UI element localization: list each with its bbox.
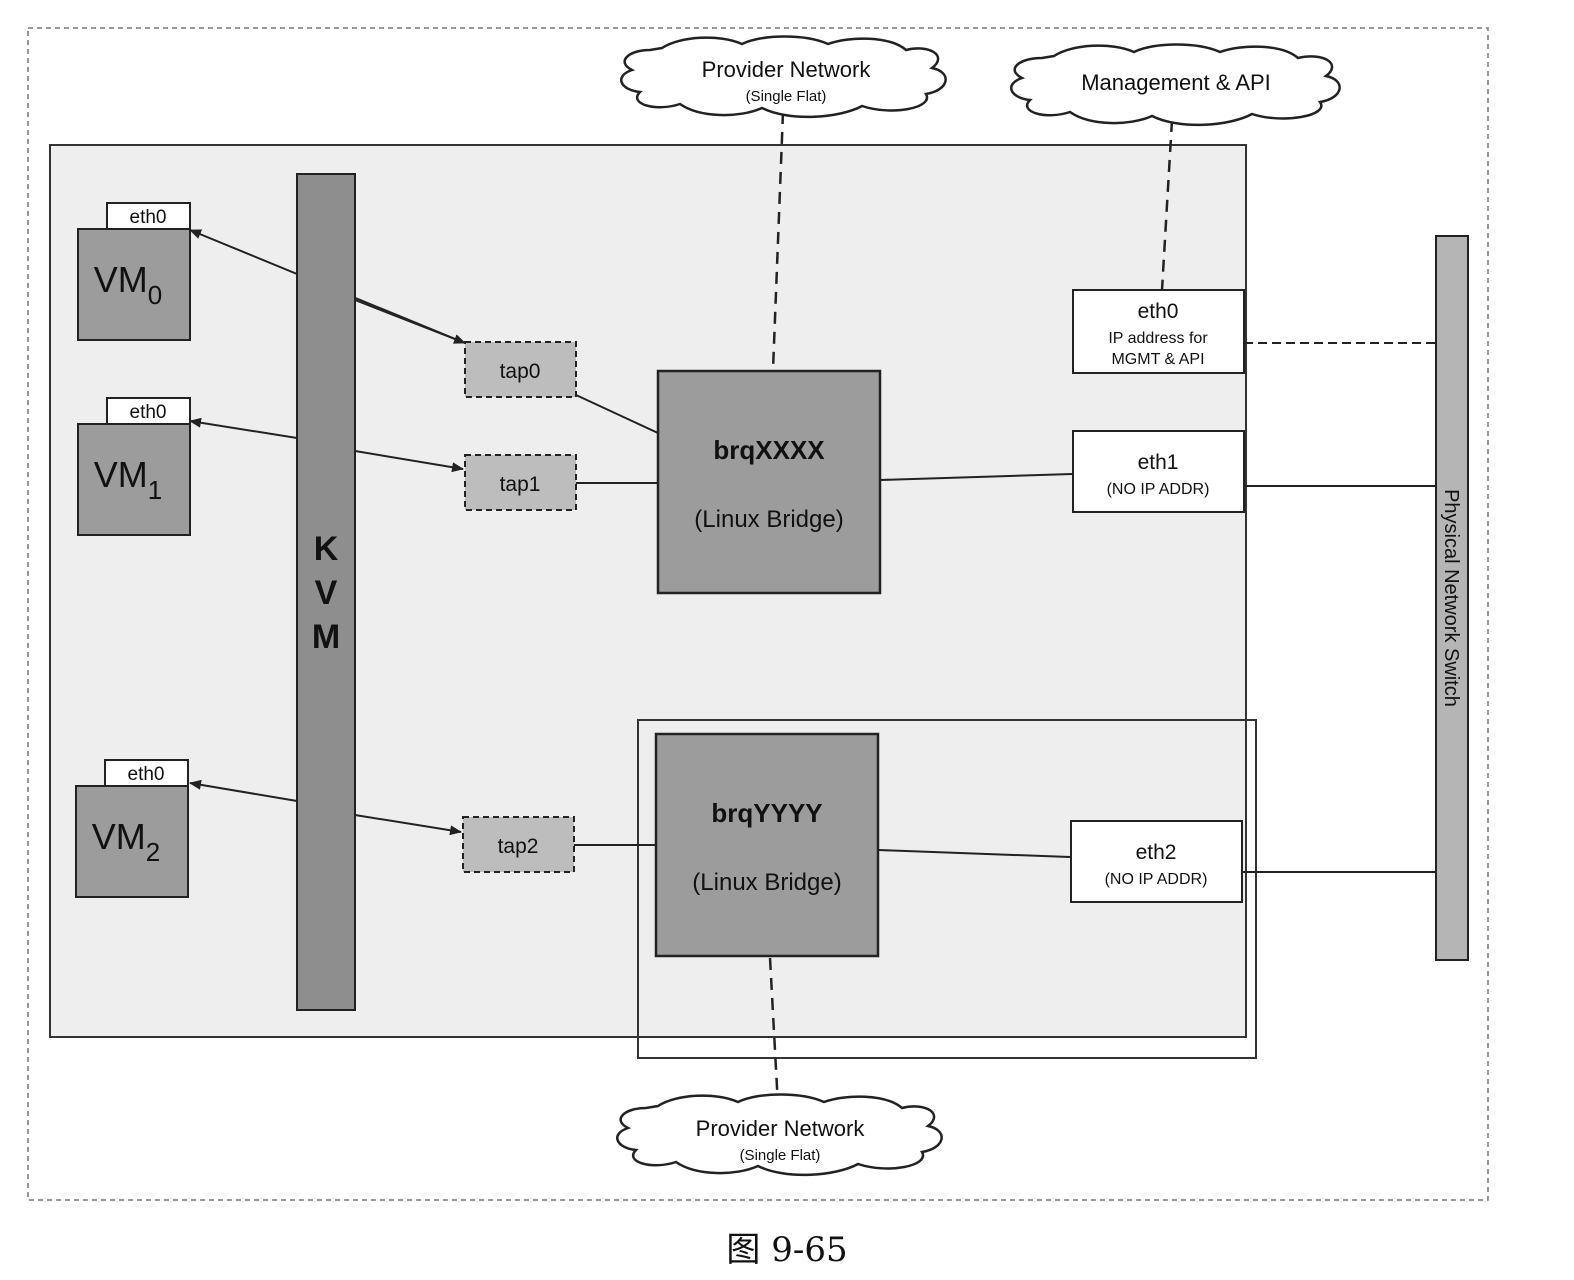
host-box: [49, 144, 1247, 1038]
tap-2-label: tap2: [498, 835, 539, 858]
bridge-brqyyyy-type: (Linux Bridge): [692, 869, 841, 896]
kvm-hypervisor: K V M: [296, 173, 356, 1011]
bridge-brqyyyy-name: brqYYYY: [711, 798, 822, 828]
tap-0: tap0: [464, 341, 577, 398]
vm-2: eth0 VM2: [75, 759, 189, 898]
vm-0-label: VM0: [94, 259, 162, 310]
host-nic-eth1-note: (NO IP ADDR): [1107, 481, 1210, 498]
host-nic-eth2-note: (NO IP ADDR): [1105, 871, 1208, 888]
bridge-brqxxxx-name: brqXXXX: [713, 435, 825, 465]
physical-network-switch-label: Physical Network Switch: [1440, 489, 1462, 707]
host-nic-eth0: eth0 IP address for MGMT & API: [1072, 289, 1245, 374]
host-nic-eth0-line2: MGMT & API: [1111, 351, 1204, 368]
vm-0-nic-label: eth0: [130, 207, 167, 228]
kvm-letter-k: K: [314, 530, 339, 568]
tap-1-label: tap1: [500, 473, 541, 496]
host-nic-eth2: eth2 (NO IP ADDR): [1070, 820, 1243, 903]
cloud-provider-top: Provider Network (Single Flat): [620, 35, 947, 119]
kvm-tap0-arrow: [354, 299, 466, 344]
bridge-brqxxxx-type: (Linux Bridge): [694, 506, 843, 533]
bridge-brqyyyy: brqYYYY (Linux Bridge): [654, 732, 880, 958]
vm2-tap2-arrow: [189, 779, 298, 802]
provider-bottom-link: [768, 957, 780, 1107]
tap0-bridge-link: [575, 394, 659, 434]
cloud-provider-bottom-title: Provider Network: [696, 1116, 866, 1141]
provider-top-link: [771, 111, 785, 371]
physical-network-switch: Physical Network Switch: [1435, 235, 1469, 961]
outer-frame: [27, 27, 1489, 1201]
vm-0: eth0 VM0: [77, 202, 191, 341]
tap-1: tap1: [464, 454, 577, 511]
vm-2-nic-label: eth0: [128, 764, 165, 785]
host-nic-eth1-name: eth1: [1138, 451, 1179, 474]
vm-1-nic-label: eth0: [130, 402, 167, 423]
cloud-provider-bottom: Provider Network (Single Flat): [616, 1093, 943, 1177]
bridge-brqxxxx: brqXXXX (Linux Bridge): [656, 369, 882, 595]
figure-caption: 图 9-65: [726, 1230, 848, 1270]
management-link: [1160, 119, 1174, 291]
cloud-provider-top-title: Provider Network: [702, 57, 872, 82]
bridge-region-outline: [637, 719, 1257, 1059]
tap-2: tap2: [462, 816, 575, 873]
bridge-x-eth1-link: [879, 473, 1073, 481]
vm-1-label: VM1: [94, 454, 162, 505]
vm-2-label: VM2: [92, 816, 160, 867]
cloud-management-title: Management & API: [1081, 70, 1271, 95]
cloud-management: Management & API: [1010, 43, 1341, 127]
host-nic-eth0-line1: IP address for: [1108, 330, 1208, 347]
cloud-provider-bottom-subtitle: (Single Flat): [740, 1147, 821, 1164]
kvm-letter-v: V: [315, 574, 338, 612]
kvm-tap1-arrow: [354, 450, 464, 473]
host-nic-eth0-name: eth0: [1138, 300, 1179, 323]
vm-1: eth0 VM1: [77, 397, 191, 536]
host-nic-eth2-name: eth2: [1136, 841, 1177, 864]
bridge-y-eth2-link: [877, 849, 1071, 858]
kvm-letter-m: M: [312, 618, 340, 656]
cloud-provider-top-subtitle: (Single Flat): [746, 88, 827, 105]
host-nic-eth1: eth1 (NO IP ADDR): [1072, 430, 1245, 513]
kvm-tap2-arrow: [354, 814, 462, 836]
vm1-tap1-arrow: [189, 417, 298, 439]
tap-0-label: tap0: [500, 360, 541, 383]
